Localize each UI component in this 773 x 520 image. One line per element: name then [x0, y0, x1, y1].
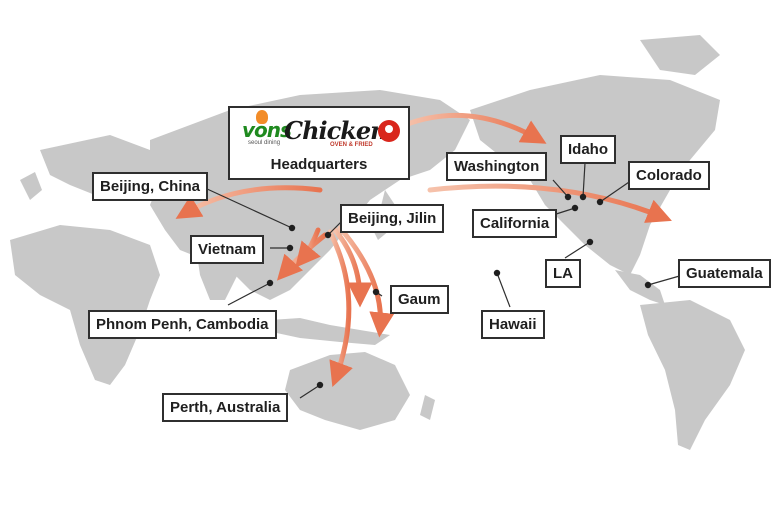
label-gaum: Gaum — [390, 285, 449, 314]
route-to-guam-east — [337, 225, 395, 338]
marker-la — [586, 238, 594, 246]
location-markers — [266, 193, 652, 389]
logo-brand-sub: seoul dining — [248, 140, 281, 146]
marker-washington — [564, 193, 572, 201]
headquarters-title: Headquarters — [270, 156, 368, 173]
marker-california — [571, 204, 579, 212]
label-colorado: Colorado — [628, 161, 710, 190]
routes — [175, 112, 672, 388]
marker-perth — [316, 381, 324, 389]
logo-brand: vons — [242, 118, 292, 142]
route-to-washington — [402, 112, 547, 144]
label-la: LA — [545, 259, 581, 288]
label-washington: Washington — [446, 152, 548, 181]
route-to-perth — [327, 229, 353, 388]
marker-hawaii — [493, 269, 501, 277]
landmasses — [10, 35, 745, 450]
marker-guatemala — [644, 281, 652, 289]
landmass-central-america — [615, 270, 665, 305]
route-to-gaum — [332, 227, 373, 308]
headquarters-box: vons seoul dining Chicken OVEN & FRIED H… — [228, 106, 410, 180]
marker-vietnam — [286, 244, 294, 252]
label-vietnam: Vietnam — [190, 235, 265, 264]
vons-chicken-logo: vons seoul dining Chicken OVEN & FRIED — [240, 110, 402, 150]
label-hawaii: Hawaii — [481, 310, 545, 339]
label-perth: Perth, Australia — [162, 393, 289, 422]
label-beijing-china: Beijing, China — [92, 172, 209, 201]
label-beijing-jilin: Beijing, Jilin — [340, 204, 445, 233]
marker-headquarters — [324, 231, 332, 239]
landmass-indonesia — [270, 318, 390, 345]
logo-tagline: OVEN & FRIED — [330, 142, 373, 148]
landmass-uk — [20, 172, 42, 200]
route-to-vietnam-south — [295, 227, 321, 268]
landmass-greenland — [640, 35, 720, 75]
label-guatemala: Guatemala — [678, 259, 771, 288]
label-phnom-penh: Phnom Penh, Cambodia — [88, 310, 277, 339]
label-idaho: Idaho — [560, 135, 616, 164]
marker-colorado — [596, 198, 604, 206]
leader-lines — [204, 162, 684, 399]
flame-icon — [256, 110, 268, 124]
route-to-east-coast — [427, 183, 672, 223]
route-to-beijing-china — [175, 185, 323, 219]
label-california: California — [472, 209, 558, 238]
landmass-australia — [285, 352, 410, 430]
logo-name: Chicken — [284, 116, 388, 145]
marker-beijing-china — [288, 224, 296, 232]
marker-gaum — [372, 288, 380, 296]
mascot-eye-icon — [385, 125, 393, 133]
marker-phnom-penh — [266, 279, 274, 287]
marker-idaho — [579, 193, 587, 201]
landmass-south-america — [640, 300, 745, 450]
landmass-new-zealand — [420, 395, 435, 420]
landmass-africa — [10, 225, 160, 385]
